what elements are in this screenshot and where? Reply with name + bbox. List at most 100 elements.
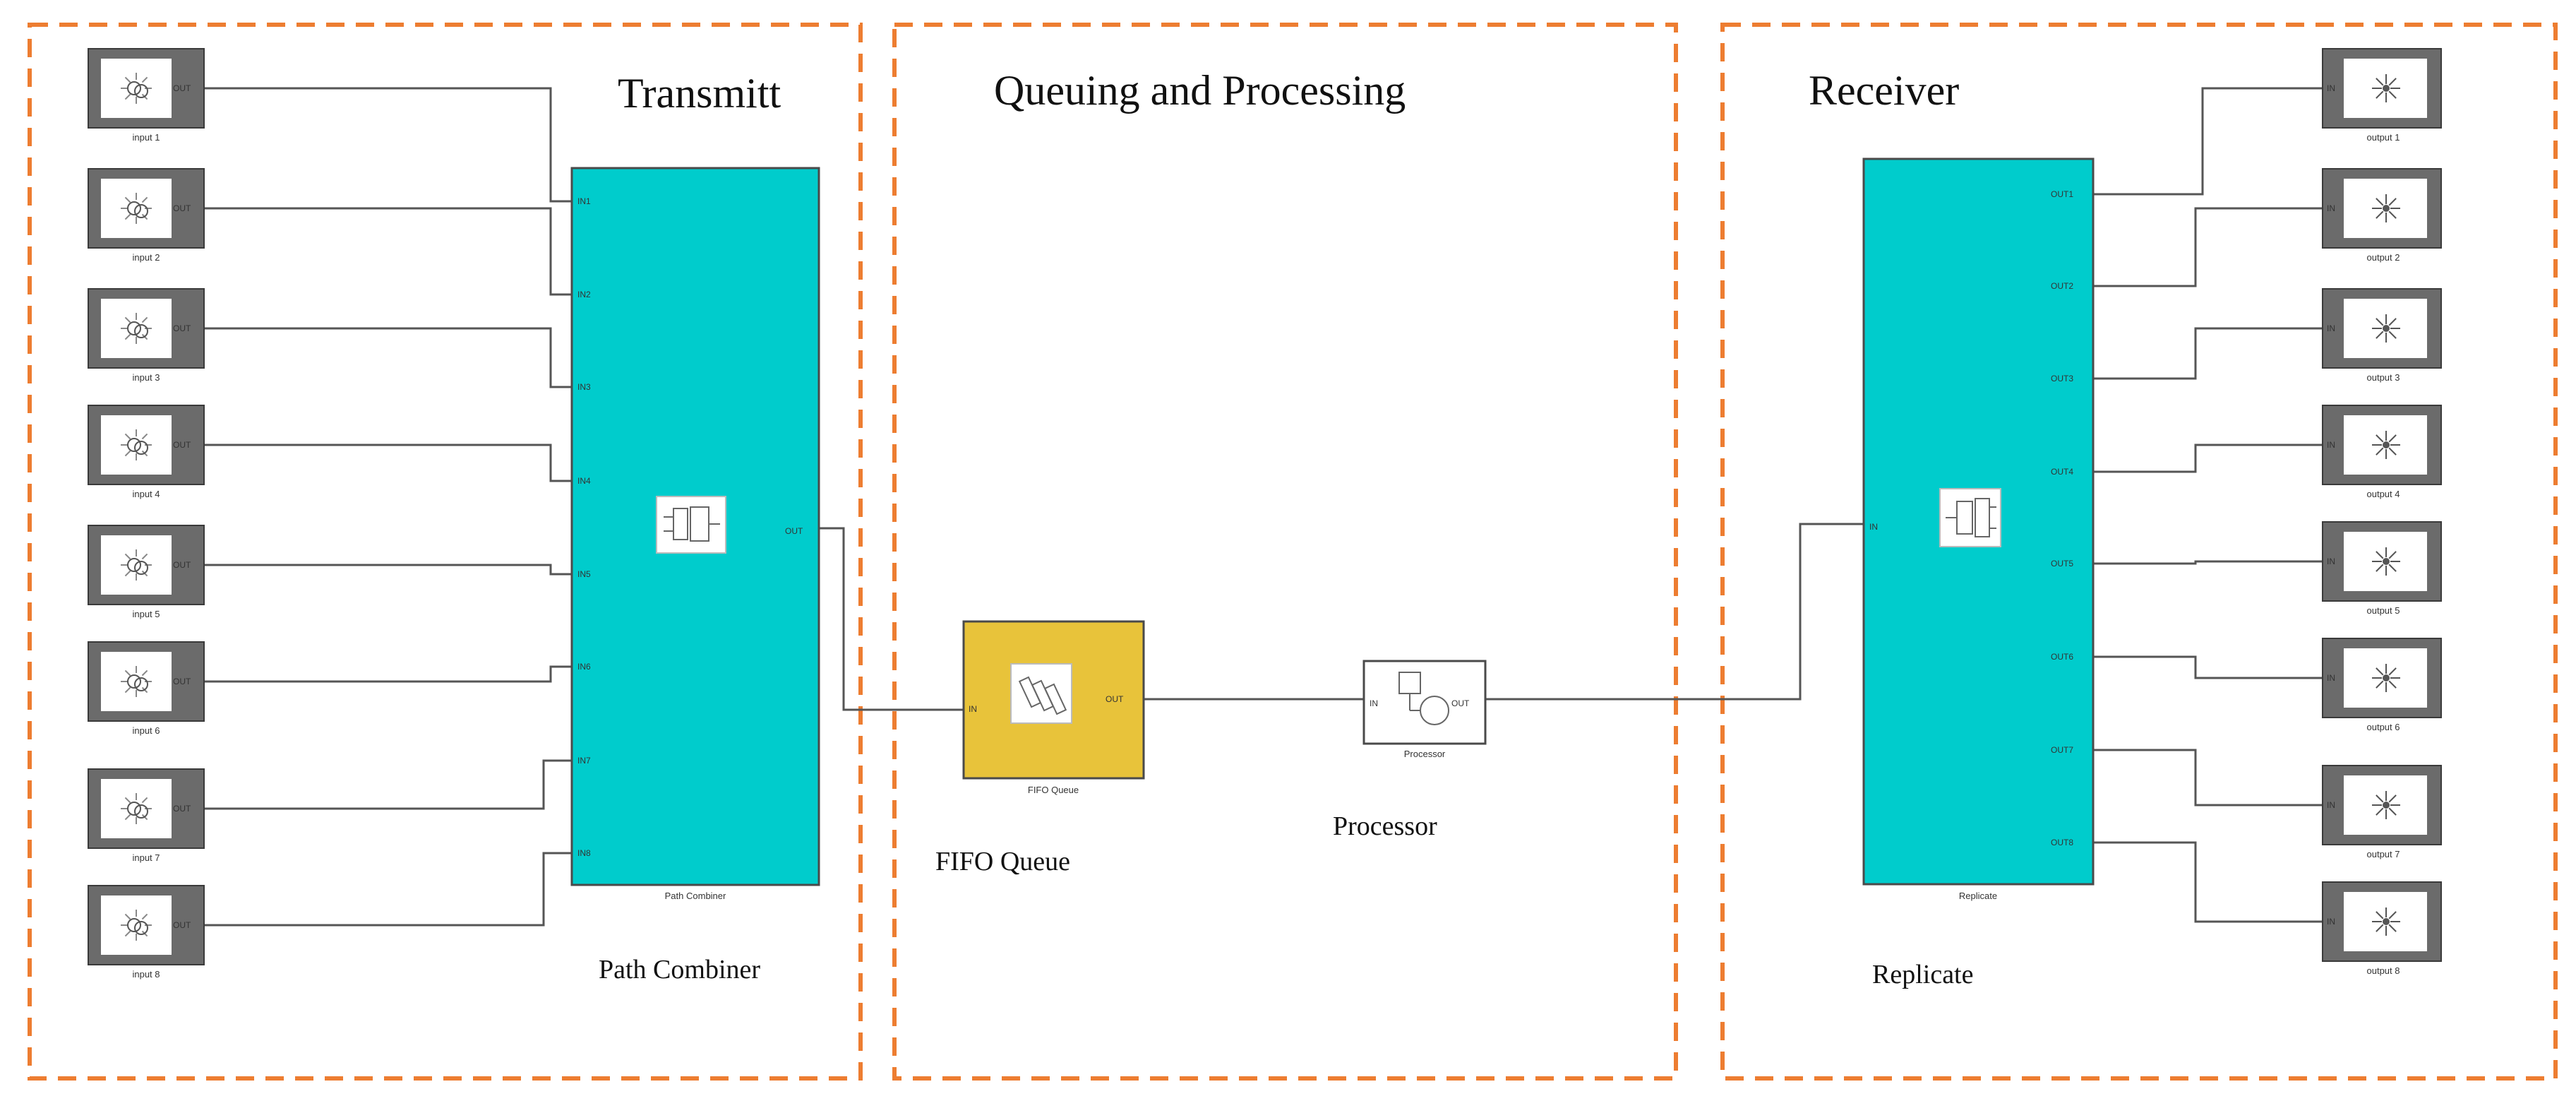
processor-block[interactable]: IN OUT Processor — [1362, 660, 1487, 759]
combiner-in-port: IN3 — [577, 382, 591, 392]
output-sink-block[interactable]: IN output 4 — [2322, 405, 2442, 499]
fifo-caption: FIFO Queue — [935, 847, 1070, 876]
source-generator-icon — [121, 666, 152, 697]
replicate-out-port: OUT4 — [2051, 467, 2073, 477]
sink-in-port: IN — [2327, 83, 2335, 93]
sink-star-icon — [2372, 664, 2400, 692]
fifo-in-port: IN — [969, 704, 977, 714]
combiner-block-label: Path Combiner — [665, 891, 726, 901]
receive-section — [1720, 23, 2558, 1081]
source-generator-icon — [121, 429, 152, 460]
input-label: input 4 — [132, 489, 160, 499]
input-source-block[interactable]: OUT input 5 — [88, 525, 205, 619]
sink-star-icon — [2372, 74, 2400, 102]
output-label: output 5 — [2367, 605, 2400, 616]
input-label: input 3 — [132, 372, 160, 383]
output-sink-block[interactable]: IN output 1 — [2322, 48, 2442, 143]
source-out-port: OUT — [173, 440, 191, 450]
replicate-icon — [1939, 488, 2001, 547]
source-generator-icon — [121, 73, 152, 104]
sink-in-port: IN — [2327, 203, 2335, 213]
output-label: output 1 — [2367, 132, 2400, 143]
source-out-port: OUT — [173, 323, 191, 333]
combiner-in-port: IN8 — [577, 848, 591, 858]
replicate-in-port: IN — [1869, 522, 1878, 532]
sink-star-icon — [2372, 314, 2400, 343]
processor-block-label: Processor — [1404, 749, 1446, 759]
source-generator-icon — [121, 793, 152, 824]
combiner-in-port: IN7 — [577, 756, 591, 766]
replicate-caption: Replicate — [1872, 960, 1973, 989]
fifo-block-label: FIFO Queue — [1028, 785, 1079, 795]
combiner-out-port: OUT — [785, 526, 803, 536]
input-label: input 1 — [132, 132, 160, 143]
sink-in-port: IN — [2327, 917, 2335, 927]
connection-wires — [204, 87, 2323, 927]
input-sources: OUT input 1 OUT input 2 OUT input 3 OUT input 4… — [88, 48, 205, 980]
sink-star-icon — [2372, 907, 2400, 936]
source-out-port: OUT — [173, 560, 191, 570]
replicate-out-port: OUT5 — [2051, 559, 2073, 569]
output-label: output 4 — [2367, 489, 2400, 499]
replicate-out-port: OUT8 — [2051, 838, 2073, 847]
output-sink-block[interactable]: IN output 2 — [2322, 168, 2442, 263]
source-out-port: OUT — [173, 203, 191, 213]
replicate-out-port: OUT6 — [2051, 652, 2073, 662]
replicate-block-label: Replicate — [1959, 891, 1997, 901]
sink-star-icon — [2372, 194, 2400, 222]
input-source-block[interactable]: OUT input 7 — [88, 768, 205, 863]
processor-in-port: IN — [1370, 698, 1378, 708]
source-generator-icon — [121, 313, 152, 344]
source-out-port: OUT — [173, 804, 191, 814]
processor-caption: Processor — [1333, 811, 1437, 841]
transmit-section — [28, 23, 863, 1081]
processor-out-port: OUT — [1451, 698, 1470, 708]
fifo-queue-block[interactable]: IN OUT FIFO Queue — [962, 620, 1145, 795]
replicate-out-port: OUT1 — [2051, 189, 2073, 199]
queue-title: Queuing and Processing — [994, 67, 1406, 114]
combiner-in-port: IN2 — [577, 290, 591, 299]
combiner-in-port: IN6 — [577, 662, 591, 672]
sink-star-icon — [2372, 431, 2400, 459]
source-out-port: OUT — [173, 920, 191, 930]
input-source-block[interactable]: OUT input 1 — [88, 48, 205, 143]
sink-in-port: IN — [2327, 323, 2335, 333]
fifo-icon — [1010, 663, 1072, 724]
output-sink-block[interactable]: IN output 5 — [2322, 521, 2442, 616]
input-label: input 7 — [132, 852, 160, 863]
input-source-block[interactable]: OUT input 3 — [88, 288, 205, 383]
input-source-block[interactable]: OUT input 6 — [88, 641, 205, 736]
input-label: input 2 — [132, 252, 160, 263]
transmit-title: Transmitt — [618, 70, 781, 117]
output-label: output 6 — [2367, 722, 2400, 732]
input-label: input 6 — [132, 725, 160, 736]
input-label: input 5 — [132, 609, 160, 619]
sink-in-port: IN — [2327, 440, 2335, 450]
sink-star-icon — [2372, 791, 2400, 819]
source-generator-icon — [121, 193, 152, 224]
output-sink-block[interactable]: IN output 6 — [2322, 638, 2442, 732]
replicate-out-port: OUT3 — [2051, 374, 2073, 383]
source-generator-icon — [121, 549, 152, 581]
sink-in-port: IN — [2327, 800, 2335, 810]
output-label: output 2 — [2367, 252, 2400, 263]
replicate-out-port: OUT2 — [2051, 281, 2073, 291]
input-source-block[interactable]: OUT input 4 — [88, 405, 205, 499]
combiner-in-port: IN1 — [577, 196, 591, 206]
combiner-in-port: IN5 — [577, 569, 591, 579]
source-out-port: OUT — [173, 83, 191, 93]
source-out-port: OUT — [173, 677, 191, 686]
sink-in-port: IN — [2327, 557, 2335, 566]
combiner-icon — [656, 496, 726, 554]
input-source-block[interactable]: OUT input 2 — [88, 168, 205, 263]
sink-in-port: IN — [2327, 673, 2335, 683]
sink-star-icon — [2372, 547, 2400, 576]
